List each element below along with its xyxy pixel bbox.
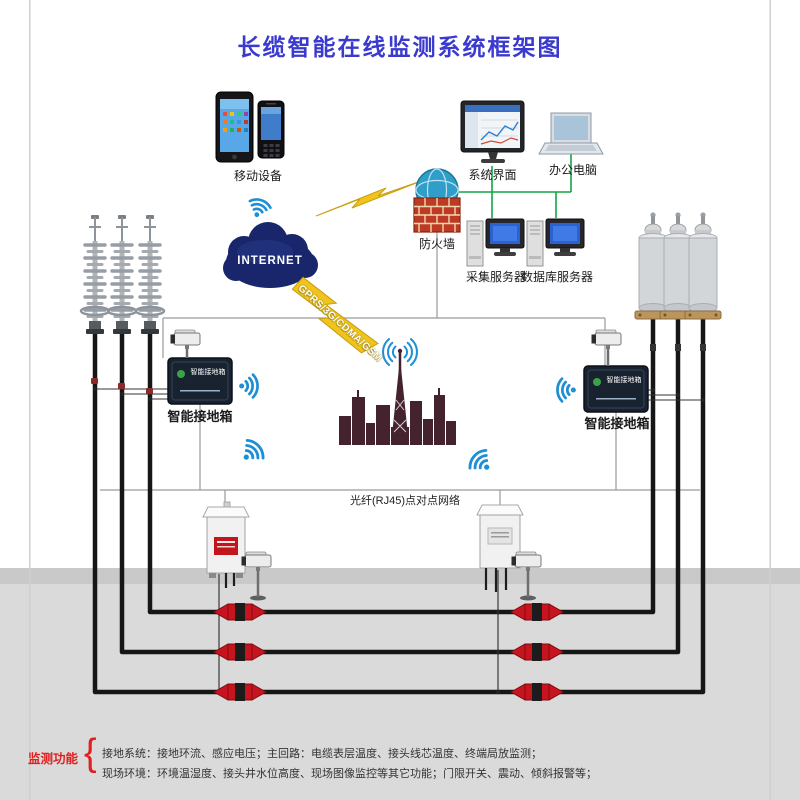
label-mobile-devices: 移动设备 — [233, 169, 282, 183]
monitor-functions-line2: 现场环境：环境温湿度、接头井水位高度、现场图像监控等其它功能；门限开关、震动、倾… — [102, 768, 597, 780]
ground-jumpers — [95, 388, 703, 401]
system-interface-icon — [460, 100, 525, 163]
label-db-server: 数据库服务器 — [520, 270, 593, 284]
camera-right-top — [591, 329, 622, 366]
monitor-functions-label: 监测功能 — [28, 752, 79, 766]
right-page-edge — [769, 0, 771, 800]
power-cables — [92, 318, 706, 695]
page-title: 长缆智能在线监测系统框架图 — [237, 34, 563, 60]
ground-box-right-inner-text: 智能接地箱 — [606, 377, 642, 384]
firewall-icon — [413, 168, 461, 233]
cable-fittings — [91, 344, 706, 394]
camera-right-bottom — [511, 551, 542, 601]
label-office-pc: 办公电脑 — [548, 163, 597, 177]
label-ground-box-right: 智能接地箱 — [584, 416, 650, 431]
label-ground-box-left: 智能接地箱 — [167, 409, 233, 424]
lan-lines — [459, 154, 572, 218]
camera-left-top — [170, 329, 201, 358]
phone-icon — [257, 100, 285, 159]
laptop-icon — [538, 112, 604, 155]
lightning-bolt-lower — [291, 276, 379, 354]
right-terminations — [634, 211, 722, 320]
field-box-left — [202, 501, 250, 588]
ground-box-left-icon — [167, 357, 233, 405]
brace-glyph: { — [84, 732, 97, 774]
label-firewall: 防火墙 — [418, 237, 455, 251]
label-internet: INTERNET — [237, 255, 303, 267]
ground-box-left-inner-text: 智能接地箱 — [190, 369, 226, 376]
jumper-dots — [93, 387, 705, 402]
tablet-icon — [215, 91, 254, 163]
sensor-lines — [218, 570, 499, 692]
internet-cloud — [223, 222, 318, 288]
floor-edge-band — [0, 568, 800, 584]
camera-left-bottom — [241, 551, 272, 601]
ground-box-right-icon — [583, 365, 649, 413]
antenna-waves — [382, 338, 418, 366]
monitor-functions-line1: 接地系统：接地环流、感应电压；主回路：电缆表层温度、接头线芯温度、终端局放监测； — [102, 748, 542, 760]
label-collect-server: 采集服务器 — [465, 270, 526, 284]
label-fiber-network: 光纤(RJ45)点对点网络 — [349, 495, 460, 507]
city-skyline — [339, 348, 456, 445]
left-page-edge — [29, 0, 31, 800]
label-system-interface: 系统界面 — [468, 168, 517, 182]
